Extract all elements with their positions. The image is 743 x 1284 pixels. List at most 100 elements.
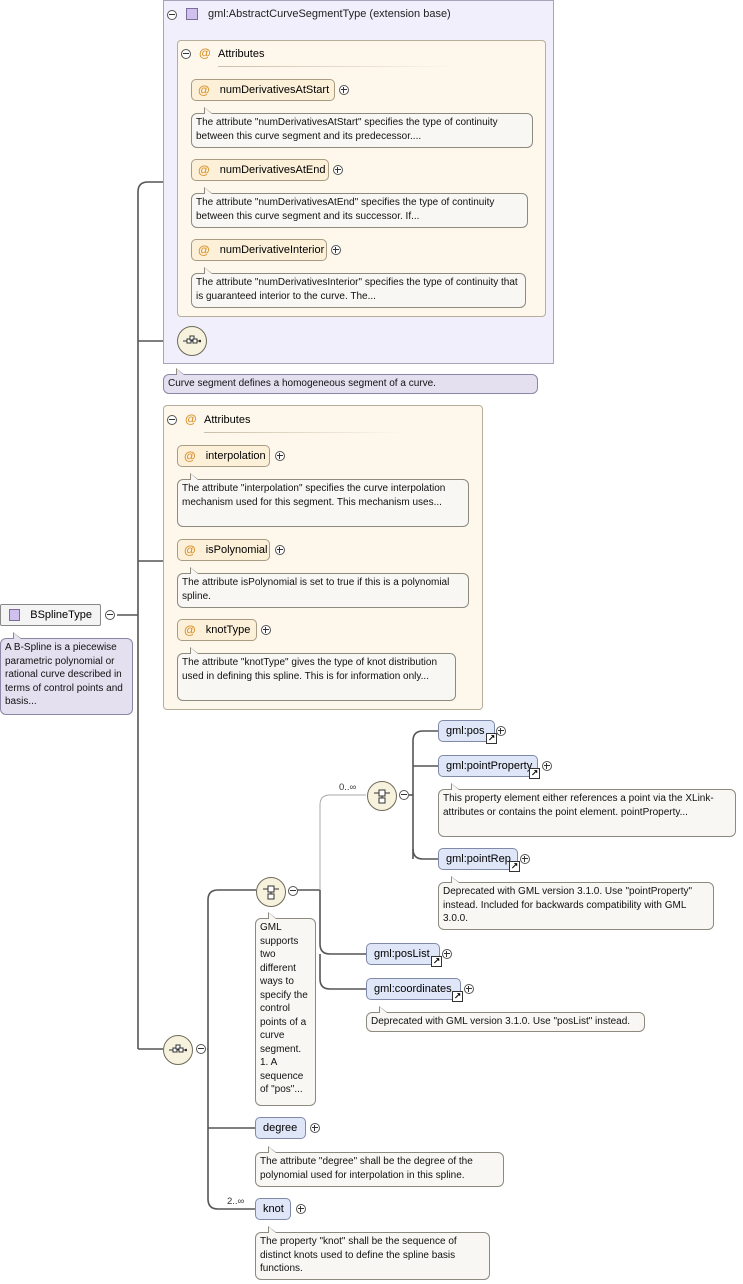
- element-description-text: The attribute "degree" shall be the degr…: [260, 1156, 473, 1181]
- attribute-icon: @: [184, 449, 196, 463]
- element-knot[interactable]: knot: [255, 1198, 291, 1220]
- element-name: knot: [263, 1203, 284, 1215]
- attribute-numDerivativesAtStart[interactable]: @ numDerivativesAtStart: [191, 79, 335, 101]
- element-description-text: The property "knot" shall be the sequenc…: [260, 1236, 457, 1274]
- attribute-name: numDerivativesAtStart: [219, 84, 330, 96]
- header-separator: [218, 66, 458, 67]
- expand-icon[interactable]: [275, 545, 285, 555]
- attribute-description-text: The attribute isPolynomial is set to tru…: [182, 577, 450, 602]
- element-gml-posList[interactable]: gml:posList ↗: [366, 943, 442, 967]
- element-description: The attribute "degree" shall be the degr…: [255, 1146, 504, 1187]
- expand-icon[interactable]: [310, 1123, 320, 1133]
- element-degree[interactable]: degree: [255, 1117, 306, 1139]
- collapse-root-icon[interactable]: [105, 610, 115, 620]
- element-gml-pos[interactable]: gml:pos ↗: [438, 720, 497, 744]
- attribute-icon: @: [184, 543, 196, 557]
- attribute-description-text: The attribute "numDerivativesAtStart" sp…: [196, 117, 498, 142]
- choice-description-text: GML supports two different ways to speci…: [260, 922, 308, 1095]
- attribute-description: The attribute "numDerivativesInterior" s…: [191, 267, 526, 308]
- attribute-name: knotType: [205, 624, 251, 636]
- element-name: degree: [263, 1122, 298, 1134]
- root-description-text: A B-Spline is a piecewise parametric pol…: [5, 642, 123, 707]
- element-name: gml:posList: [374, 948, 430, 960]
- attribute-description-text: The attribute "knotType" gives the type …: [182, 657, 438, 682]
- element-gml-pointRep[interactable]: gml:pointRep ↗: [438, 848, 520, 872]
- element-description: The property "knot" shall be the sequenc…: [255, 1226, 490, 1280]
- inner-choice-compositor-icon[interactable]: [367, 781, 397, 811]
- attribute-name: numDerivativesAtEnd: [219, 164, 326, 176]
- attribute-numDerivativeInterior[interactable]: @ numDerivativeInterior: [191, 239, 327, 261]
- collapse-sequence-icon[interactable]: [196, 1044, 206, 1054]
- sequence-compositor-icon[interactable]: [177, 326, 207, 356]
- complex-type-icon: [9, 609, 21, 621]
- element-description-text: Deprecated with GML version 3.1.0. Use "…: [371, 1016, 631, 1027]
- element-name: gml:pos: [446, 725, 485, 737]
- knot-cardinality: 2..∞: [227, 1196, 245, 1207]
- collapse-extension-attributes-icon[interactable]: [181, 49, 191, 59]
- attribute-name: interpolation: [205, 450, 266, 462]
- header-separator: [204, 432, 404, 433]
- reference-arrow-icon: ↗: [431, 956, 442, 967]
- reference-arrow-icon: ↗: [452, 991, 463, 1002]
- main-sequence-compositor-icon[interactable]: [163, 1035, 193, 1065]
- element-description-text: This property element either references …: [443, 793, 714, 818]
- attribute-numDerivativesAtEnd[interactable]: @ numDerivativesAtEnd: [191, 159, 329, 181]
- attribute-description: The attribute "interpolation" specifies …: [177, 473, 469, 527]
- element-description-text: Deprecated with GML version 3.1.0. Use "…: [443, 886, 693, 924]
- expand-icon[interactable]: [542, 761, 552, 771]
- reference-arrow-icon: ↗: [509, 861, 520, 872]
- attribute-icon: @: [198, 243, 210, 257]
- attribute-icon: @: [184, 623, 196, 637]
- reference-arrow-icon: ↗: [486, 733, 497, 744]
- attribute-description-text: The attribute "numDerivativesInterior" s…: [196, 277, 518, 302]
- expand-icon[interactable]: [442, 949, 452, 959]
- expand-icon[interactable]: [496, 726, 506, 736]
- extension-description: Curve segment defines a homogeneous segm…: [163, 368, 538, 394]
- collapse-choice-icon[interactable]: [288, 886, 298, 896]
- attribute-name: isPolynomial: [205, 544, 268, 556]
- inner-sequence-cardinality: 0..∞: [339, 782, 357, 793]
- element-description: This property element either references …: [438, 783, 736, 837]
- expand-icon[interactable]: [333, 165, 343, 175]
- expand-icon[interactable]: [339, 85, 349, 95]
- extension-attributes-header: Attributes: [218, 48, 265, 60]
- element-name: gml:pointProperty: [446, 760, 533, 772]
- attribute-interpolation[interactable]: @ interpolation: [177, 445, 270, 467]
- complex-type-icon: [186, 8, 198, 20]
- expand-icon[interactable]: [275, 451, 285, 461]
- root-type-name: BSplineType: [30, 609, 92, 621]
- attribute-name: numDerivativeInterior: [219, 244, 325, 256]
- element-description: Deprecated with GML version 3.1.0. Use "…: [438, 876, 714, 930]
- element-description: Deprecated with GML version 3.1.0. Use "…: [366, 1006, 645, 1032]
- reference-arrow-icon: ↗: [529, 768, 540, 779]
- attribute-description-text: The attribute "interpolation" specifies …: [182, 483, 446, 508]
- own-attributes-header: Attributes: [204, 414, 251, 426]
- attribute-description: The attribute "knotType" gives the type …: [177, 647, 456, 701]
- choice-description: GML supports two different ways to speci…: [255, 912, 316, 1106]
- root-type-box[interactable]: BSplineType: [0, 604, 101, 626]
- expand-icon[interactable]: [464, 984, 474, 994]
- attribute-description: The attribute "numDerivativesAtStart" sp…: [191, 107, 533, 148]
- attributes-icon: @: [199, 46, 211, 60]
- root-description: A B-Spline is a piecewise parametric pol…: [0, 632, 133, 715]
- attribute-icon: @: [198, 83, 210, 97]
- attribute-description: The attribute isPolynomial is set to tru…: [177, 567, 469, 608]
- expand-icon[interactable]: [331, 245, 341, 255]
- attribute-isPolynomial[interactable]: @ isPolynomial: [177, 539, 270, 561]
- expand-icon[interactable]: [296, 1204, 306, 1214]
- element-gml-pointProperty[interactable]: gml:pointProperty ↗: [438, 755, 540, 779]
- attribute-icon: @: [198, 163, 210, 177]
- choice-compositor-icon[interactable]: [256, 877, 286, 907]
- attribute-knotType[interactable]: @ knotType: [177, 619, 257, 641]
- extension-description-text: Curve segment defines a homogeneous segm…: [168, 378, 436, 389]
- attribute-description: The attribute "numDerivativesAtEnd" spec…: [191, 187, 528, 228]
- extension-base-title: gml:AbstractCurveSegmentType (extension …: [208, 8, 451, 20]
- expand-icon[interactable]: [261, 625, 271, 635]
- attributes-icon: @: [185, 412, 197, 426]
- expand-icon[interactable]: [520, 854, 530, 864]
- collapse-inner-choice-icon[interactable]: [399, 790, 409, 800]
- element-gml-coordinates[interactable]: gml:coordinates ↗: [366, 978, 463, 1002]
- collapse-extension-icon[interactable]: [167, 10, 177, 20]
- collapse-attributes-icon[interactable]: [167, 415, 177, 425]
